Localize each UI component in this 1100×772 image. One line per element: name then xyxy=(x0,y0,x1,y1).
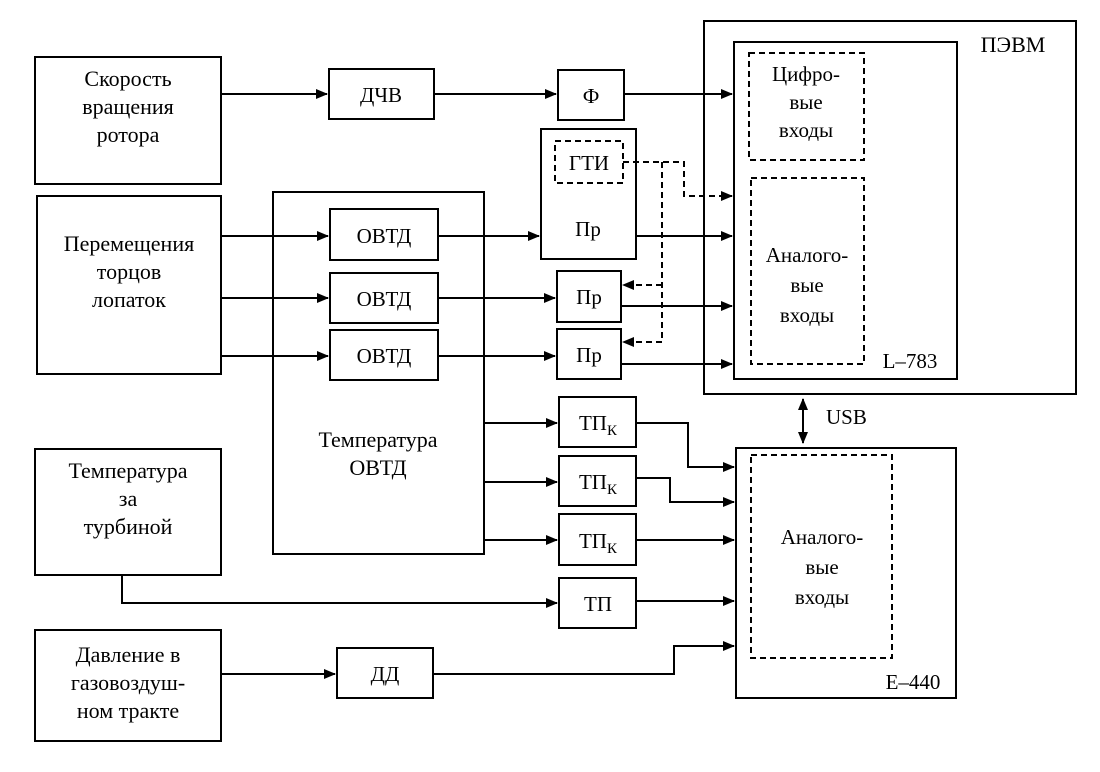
converter-3: Пр xyxy=(556,328,622,380)
ovtd-1-label: ОВТД xyxy=(357,224,412,248)
pressure-line-2: газовоздуш- xyxy=(71,670,185,695)
digital-inputs-line-1: Цифро- xyxy=(772,62,840,86)
e440-label: E–440 xyxy=(886,670,941,694)
rotor-speed-line-3: ротора xyxy=(97,122,160,147)
turbine-temperature-line-1: Температура xyxy=(68,458,187,483)
l783-analog-line-1: Аналого- xyxy=(766,243,848,267)
filter-label: Ф xyxy=(583,84,600,108)
converter-with-gti: ГТИ Пр xyxy=(540,128,637,260)
e440-module: E–440 xyxy=(735,447,957,699)
e440-analog-inputs: Аналого- вые входы xyxy=(750,454,893,659)
tpk-3-label: ТПК xyxy=(579,529,618,557)
thermocouple-k-2: ТПК xyxy=(558,455,637,507)
gti-label: ГТИ xyxy=(569,151,609,175)
blade-displacement-line-2: торцов xyxy=(97,259,162,284)
usb-label: USB xyxy=(826,405,867,429)
tp-label: ТП xyxy=(584,592,612,616)
thermocouple-k-1: ТПК xyxy=(558,396,637,448)
usb-link: USB xyxy=(798,398,867,444)
gti-block xyxy=(554,140,624,184)
converter-2-label: Пр xyxy=(576,285,602,309)
converter-3-label: Пр xyxy=(576,343,602,367)
rotor-speed-source: Скорость вращения ротора xyxy=(34,56,222,185)
blade-displacement-line-3: лопаток xyxy=(92,287,166,312)
pressure-sensor-block: ДД xyxy=(336,647,434,699)
turbine-exit-temperature-source: Температура за турбиной xyxy=(34,448,222,576)
l783-analog-line-3: входы xyxy=(780,303,834,327)
gas-air-pressure-source: Давление в газовоздуш- ном тракте xyxy=(34,629,222,742)
connection-arrows xyxy=(121,89,735,679)
converter-2: Пр xyxy=(556,270,622,323)
ovtd-sensor-3: ОВТД xyxy=(329,329,439,381)
thermocouple-block: ТП xyxy=(558,577,637,629)
e440-analog-line-3: входы xyxy=(795,585,849,609)
ovtd-temperature-line-1: Температура xyxy=(318,427,437,452)
ovtd-sensor-1: ОВТД xyxy=(329,208,439,261)
turbine-temperature-line-3: турбиной xyxy=(84,514,173,539)
e440-analog-line-2: вые xyxy=(805,555,838,579)
ovtd-2-label: ОВТД xyxy=(357,287,412,311)
digital-inputs-line-2: вые xyxy=(789,90,822,114)
l783-analog-line-2: вые xyxy=(790,273,823,297)
ovtd-3-label: ОВТД xyxy=(357,344,412,368)
tpk-1-label: ТПК xyxy=(579,411,618,439)
blade-displacement-line-1: Перемещения xyxy=(64,231,194,256)
digital-inputs: Цифро- вые входы xyxy=(748,52,865,161)
pressure-line-1: Давление в xyxy=(76,642,181,667)
pc-title: ПЭВМ xyxy=(981,32,1046,57)
e440-analog-line-1: Аналого- xyxy=(781,525,863,549)
dchv-label: ДЧВ xyxy=(360,83,402,107)
l783-label: L–783 xyxy=(883,349,938,373)
ovtd-sensor-2: ОВТД xyxy=(329,272,439,324)
turbine-temperature-line-2: за xyxy=(119,486,138,511)
dd-label: ДД xyxy=(371,662,400,686)
digital-inputs-line-3: входы xyxy=(779,118,833,142)
thermocouple-k-3: ТПК xyxy=(558,513,637,566)
pressure-line-3: ном тракте xyxy=(77,698,179,723)
dchv-block: ДЧВ xyxy=(328,68,435,120)
blade-tip-displacement-source: Перемещения торцов лопаток xyxy=(36,195,222,375)
rotor-speed-line-2: вращения xyxy=(82,94,174,119)
filter-block: Ф xyxy=(557,69,625,121)
rotor-speed-line-1: Скорость xyxy=(84,66,171,91)
l783-board: L–783 xyxy=(733,41,958,380)
converter-1-label: Пр xyxy=(575,217,601,241)
ovtd-temperature-line-2: ОВТД xyxy=(349,455,406,480)
tpk-2-label: ТПК xyxy=(579,470,618,498)
l783-analog-inputs: Аналого- вые входы xyxy=(750,177,865,365)
